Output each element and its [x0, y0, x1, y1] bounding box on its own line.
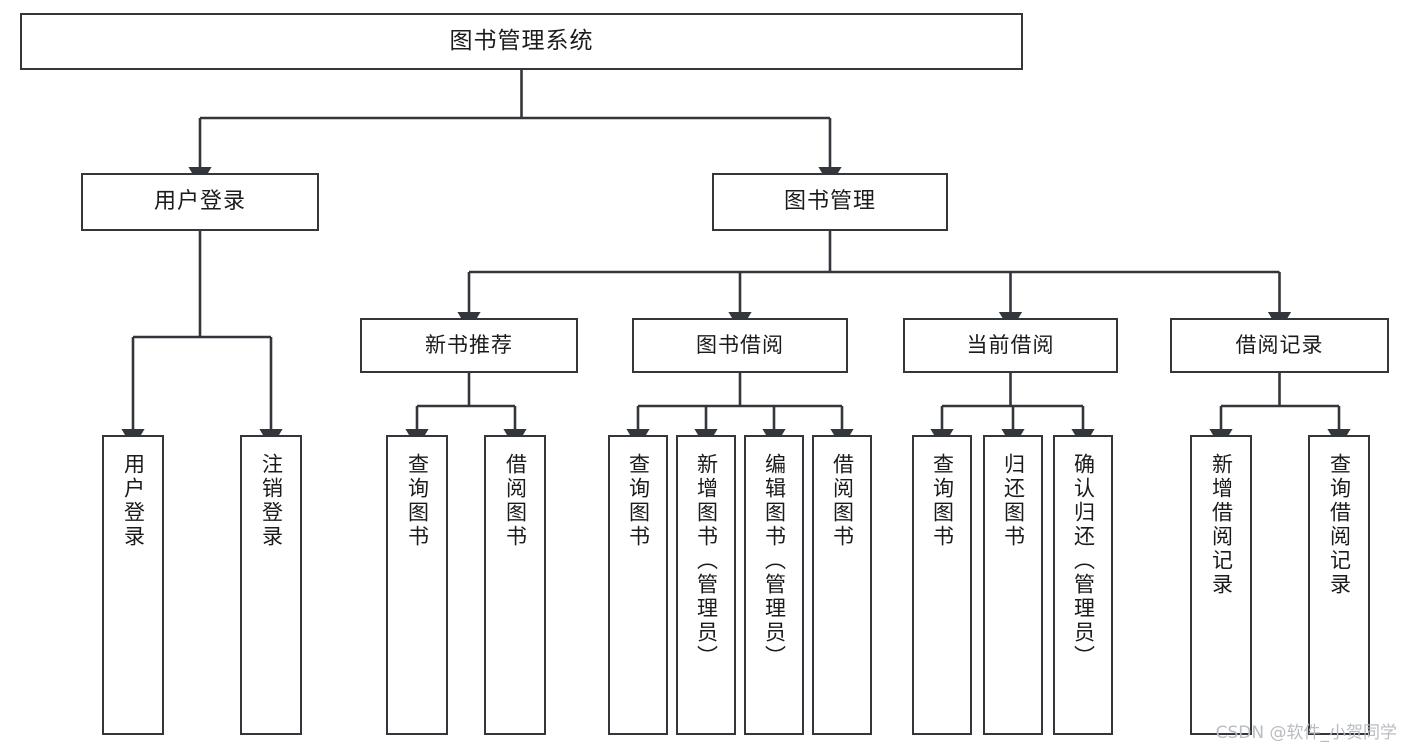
- node-leaf-edit-book[interactable]: 编辑图书（管理员）: [744, 435, 804, 735]
- node-new-book-recommend-label: 新书推荐: [425, 333, 513, 358]
- node-current-borrow-label: 当前借阅: [966, 333, 1055, 358]
- node-leaf-add-record-label: 新增借阅记录: [1209, 453, 1234, 597]
- node-leaf-confirm-return[interactable]: 确认归还（管理员）: [1053, 435, 1113, 735]
- node-leaf-query-book-2-label: 查询图书: [626, 453, 651, 549]
- node-leaf-add-record[interactable]: 新增借阅记录: [1190, 435, 1252, 735]
- node-borrow-record[interactable]: 借阅记录: [1170, 318, 1389, 373]
- node-leaf-query-book-3[interactable]: 查询图书: [912, 435, 972, 735]
- node-borrow-record-label: 借阅记录: [1235, 333, 1324, 358]
- node-leaf-user-login-label: 用户登录: [121, 453, 146, 549]
- node-leaf-return-book-label: 归还图书: [1001, 453, 1026, 549]
- node-book-manage[interactable]: 图书管理: [712, 173, 948, 231]
- node-leaf-borrow-book-1[interactable]: 借阅图书: [484, 435, 546, 735]
- node-root[interactable]: 图书管理系统: [20, 13, 1023, 70]
- node-root-label: 图书管理系统: [449, 27, 594, 54]
- node-leaf-query-book-1-label: 查询图书: [405, 453, 430, 549]
- node-leaf-borrow-book-2[interactable]: 借阅图书: [812, 435, 872, 735]
- node-user-login[interactable]: 用户登录: [81, 173, 319, 231]
- node-leaf-return-book[interactable]: 归还图书: [983, 435, 1043, 735]
- node-leaf-add-book-label: 新增图书（管理员）: [694, 453, 719, 669]
- node-leaf-user-logout-label: 注销登录: [259, 453, 284, 549]
- node-leaf-query-record-label: 查询借阅记录: [1327, 453, 1352, 597]
- watermark-label: CSDN @软件_小贺同学: [1215, 723, 1397, 743]
- node-leaf-edit-book-label: 编辑图书（管理员）: [762, 453, 787, 669]
- node-leaf-borrow-book-1-label: 借阅图书: [503, 453, 528, 549]
- node-leaf-query-book-2[interactable]: 查询图书: [608, 435, 668, 735]
- node-book-borrow-label: 图书借阅: [696, 333, 784, 358]
- node-current-borrow[interactable]: 当前借阅: [903, 318, 1118, 373]
- node-user-login-label: 用户登录: [153, 189, 246, 215]
- node-leaf-query-record[interactable]: 查询借阅记录: [1308, 435, 1370, 735]
- node-leaf-user-login[interactable]: 用户登录: [102, 435, 164, 735]
- node-new-book-recommend[interactable]: 新书推荐: [360, 318, 578, 373]
- node-leaf-borrow-book-2-label: 借阅图书: [830, 453, 855, 549]
- node-leaf-query-book-3-label: 查询图书: [930, 453, 955, 549]
- node-book-manage-label: 图书管理: [783, 189, 876, 215]
- node-leaf-query-book-1[interactable]: 查询图书: [386, 435, 448, 735]
- node-book-borrow[interactable]: 图书借阅: [632, 318, 848, 373]
- node-leaf-user-logout[interactable]: 注销登录: [240, 435, 302, 735]
- node-leaf-add-book[interactable]: 新增图书（管理员）: [676, 435, 736, 735]
- node-leaf-confirm-return-label: 确认归还（管理员）: [1071, 453, 1096, 669]
